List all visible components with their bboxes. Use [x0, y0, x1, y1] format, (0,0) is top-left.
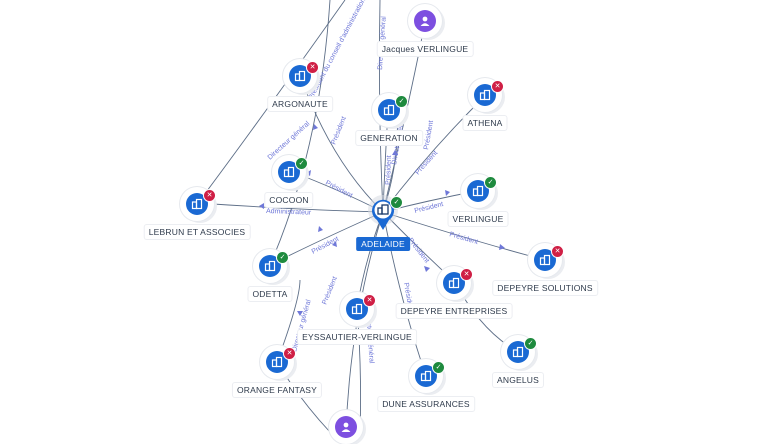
edge-label-generation: Président: [385, 155, 393, 185]
node-label: DEPEYRE SOLUTIONS: [493, 281, 597, 295]
edge-argonaute: [299, 74, 384, 213]
building-icon: [534, 249, 556, 271]
node-label: DEPEYRE ENTREPRISES: [396, 304, 512, 318]
edge-label-angelus: Président: [423, 120, 435, 150]
node-label: COCOON: [265, 193, 313, 207]
node-label: GENERATION: [356, 131, 422, 145]
status-ko-icon: ✕: [203, 189, 216, 202]
status-ko-icon: ✕: [551, 245, 564, 258]
edge-dune: [382, 211, 427, 377]
building-icon: [289, 65, 311, 87]
status-ok-icon: ✓: [276, 251, 289, 264]
status-ko-icon: ✕: [363, 294, 376, 307]
center-label: ADELAIDE: [356, 237, 410, 251]
building-icon: [346, 298, 368, 320]
status-ok-icon: ✓: [390, 196, 403, 209]
status-ok-icon: ✓: [295, 157, 308, 170]
node-label: DUNE ASSURANCES: [378, 397, 474, 411]
status-ok-icon: ✓: [484, 176, 497, 189]
person-icon: [414, 10, 436, 32]
building-icon: [415, 365, 437, 387]
edge-jacques-2: [382, 21, 426, 213]
building-icon: [259, 255, 281, 277]
edge-depeyre-solutions: [382, 211, 546, 261]
arrow-odetta-2: [318, 226, 323, 232]
edge-lebrun: [197, 202, 384, 213]
arrow-odetta: [332, 241, 337, 247]
status-ko-icon: ✕: [306, 61, 319, 74]
arrow-orange: [297, 311, 303, 316]
node-label: ARGONAUTE: [268, 97, 332, 111]
arrow-verlingue: [445, 190, 450, 196]
node-label: LEBRUN ET ASSOCIES: [144, 225, 250, 239]
status-ok-icon: ✓: [432, 361, 445, 374]
edge-lebrun-top: [197, 0, 346, 204]
arrow-cocoon: [306, 170, 311, 176]
person-icon: [335, 416, 357, 438]
arrow-argonaute: [313, 124, 318, 130]
status-ok-icon: ✓: [524, 337, 537, 350]
node-label: ODETTA: [248, 287, 292, 301]
edge-label-depeyre-solutions: Président: [448, 231, 478, 246]
arrow-depeyre-solutions: [499, 244, 505, 250]
node-label: ATHENA: [463, 116, 507, 130]
edge-label-lebrun: Administrateur: [266, 208, 312, 217]
edge-label-cocoon: Président: [324, 180, 353, 200]
status-ko-icon: ✕: [491, 80, 504, 93]
edge-label-depeyre-entreprises: Président: [406, 237, 430, 265]
edge-label-athena: Président: [414, 150, 439, 177]
edge-label-eyssautier: Président: [321, 276, 339, 306]
status-ok-icon: ✓: [395, 95, 408, 108]
edge-label-argonaute: Président: [330, 116, 348, 146]
arrow-generation-2: [392, 150, 398, 155]
building-icon: [443, 272, 465, 294]
building-icon: [378, 99, 400, 121]
arrow-depeyre-entreprises: [424, 266, 430, 272]
node-label: Jacques VERLINGUE: [377, 42, 473, 56]
building-icon: [186, 193, 208, 215]
building-icon: [278, 161, 300, 183]
edge-label-orange: Directeur général: [291, 299, 313, 353]
node-label: VERLINGUE: [448, 212, 508, 226]
edge-eyssautier-bottom: [356, 307, 362, 432]
building-icon: [467, 180, 489, 202]
status-ko-icon: ✕: [460, 268, 473, 281]
status-ko-icon: ✕: [283, 347, 296, 360]
node-label: ORANGE FANTASY: [232, 383, 322, 397]
arrow-lebrun: [259, 203, 264, 209]
edge-label-jacques-2: Président du conseil d'administration: [308, 0, 368, 101]
building-icon: [474, 84, 496, 106]
node-label: ANGELUS: [492, 373, 544, 387]
node-label: EYSSAUTIER-VERLINGUE: [298, 330, 416, 344]
edge-odetta-top: [269, 0, 331, 266]
building-icon: [507, 341, 529, 363]
building-icon: [266, 351, 288, 373]
